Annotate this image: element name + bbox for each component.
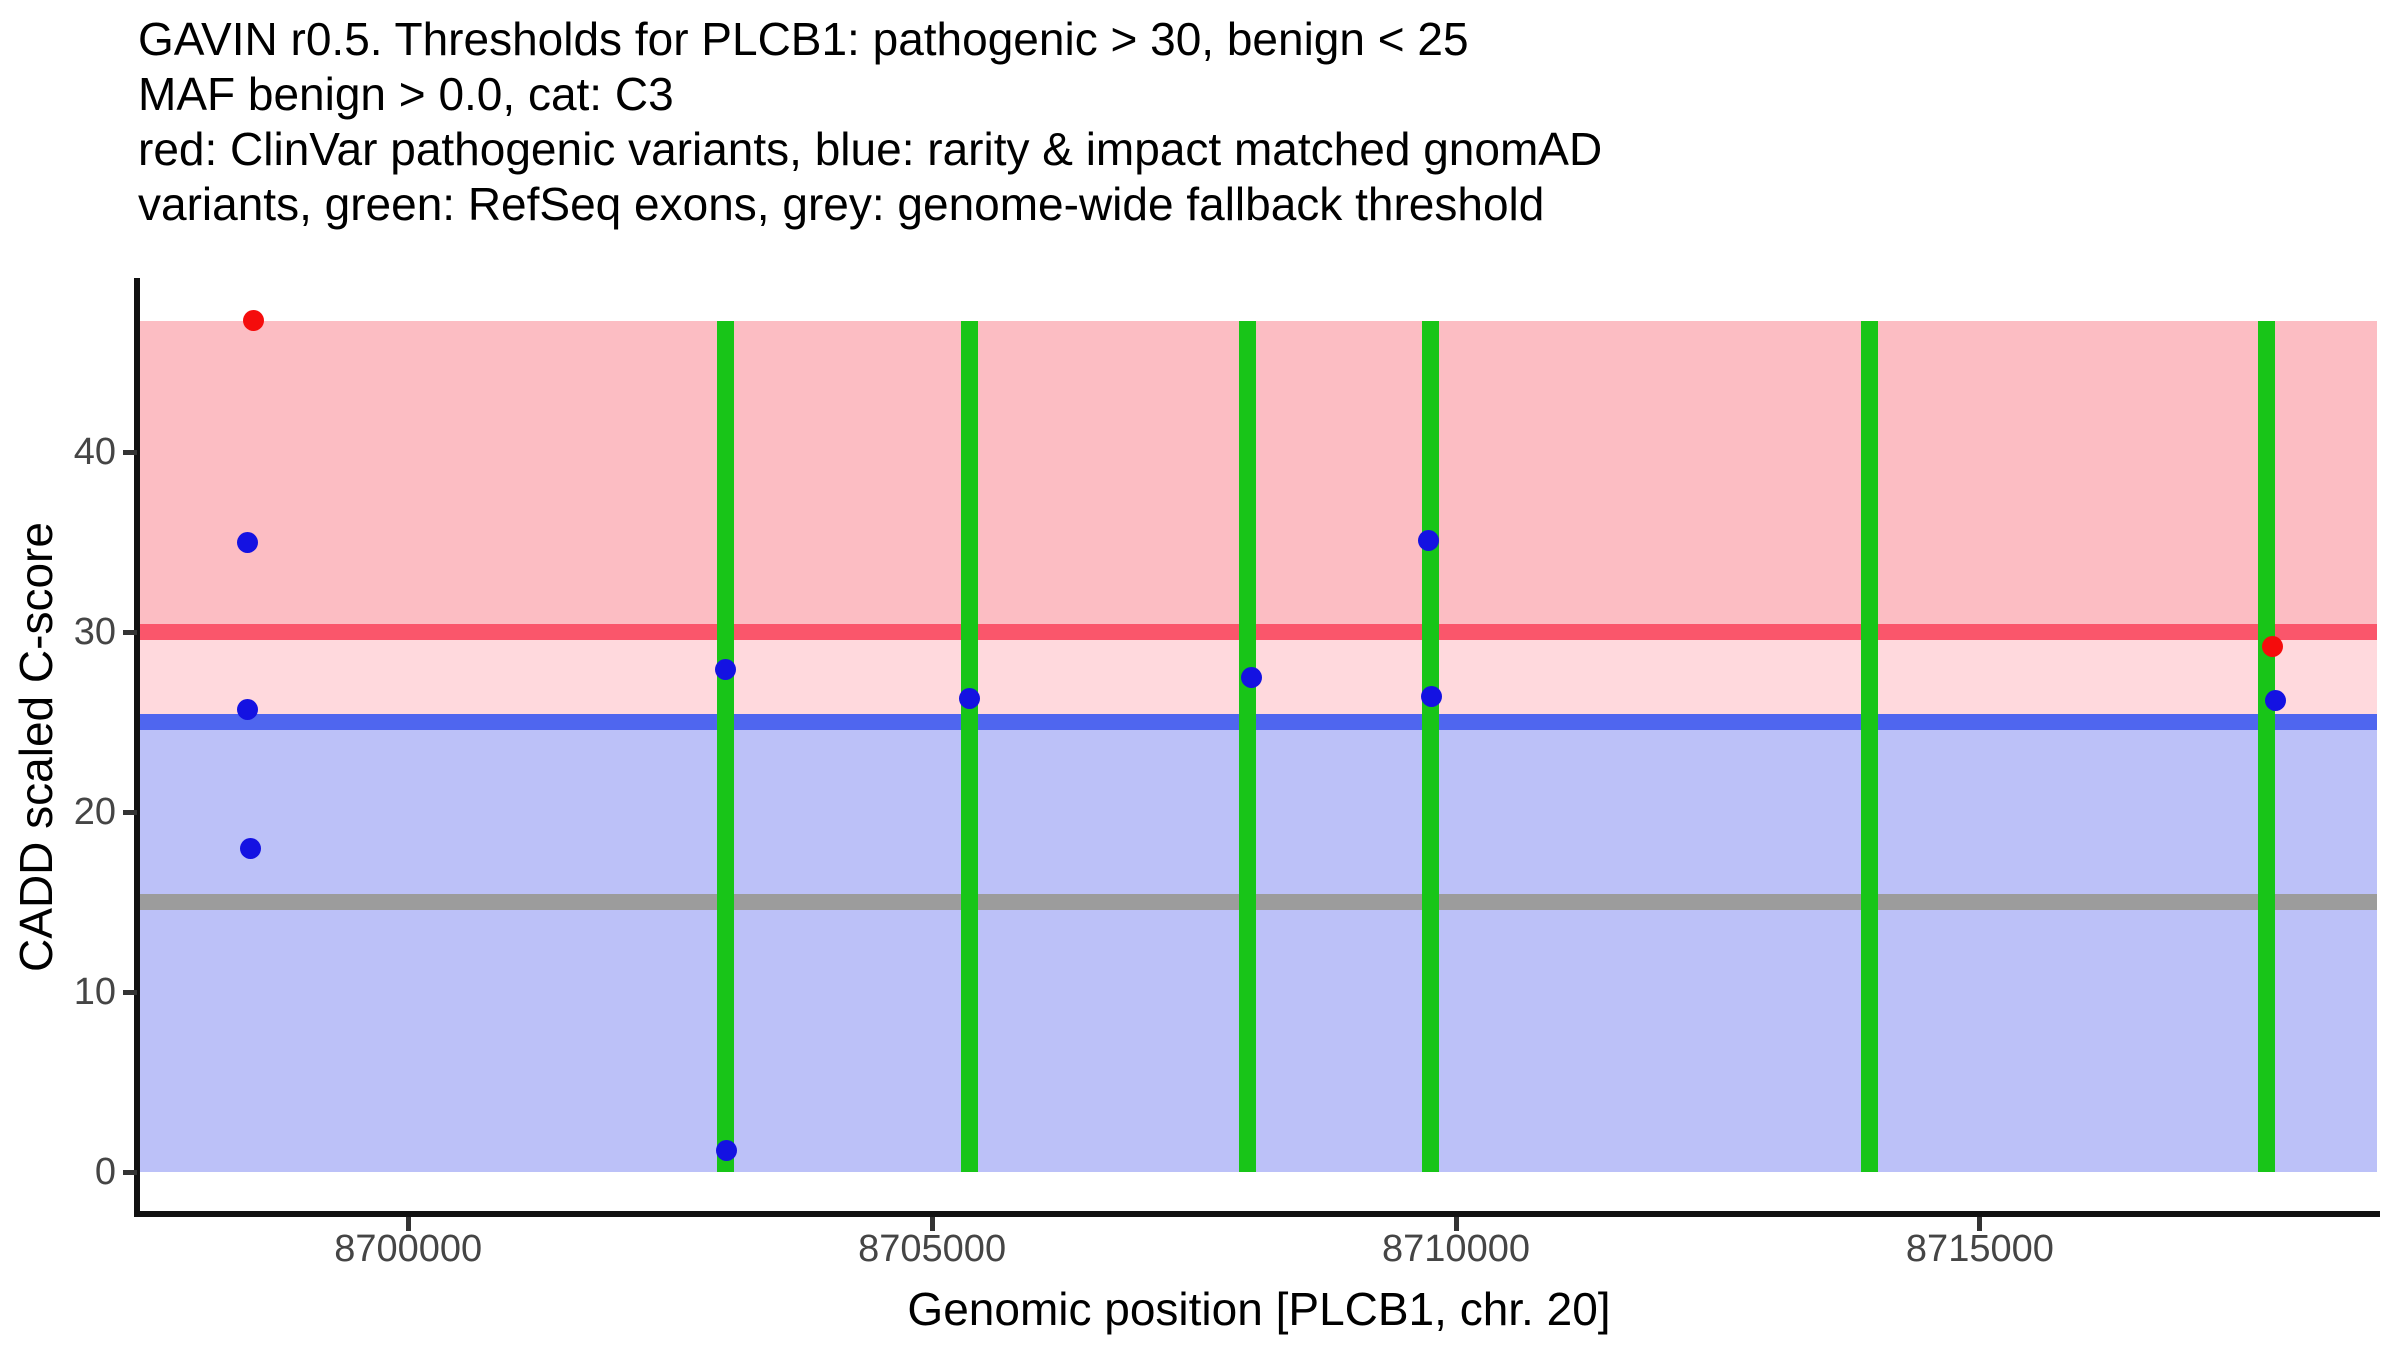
threshold-line-benign	[140, 714, 2377, 730]
exon-line	[1422, 320, 1440, 1172]
x-tick-label: 8710000	[1382, 1228, 1530, 1270]
exon-line	[1861, 320, 1879, 1172]
variant-point-blue	[239, 837, 261, 859]
x-tick-mark	[929, 1217, 935, 1231]
exon-line	[961, 320, 979, 1172]
variant-point-blue	[716, 1139, 738, 1161]
variant-point-blue	[237, 698, 259, 720]
plot-title-line-3: red: ClinVar pathogenic variants, blue: …	[138, 123, 1603, 175]
threshold-line-genome-wide-fallback	[140, 894, 2377, 910]
variant-point-blue	[959, 688, 981, 710]
x-tick-label: 8700000	[334, 1228, 483, 1270]
y-tick-mark	[123, 449, 137, 455]
variant-point-blue	[1241, 666, 1263, 688]
y-tick-mark	[123, 809, 137, 815]
variant-point-blue	[237, 531, 259, 553]
variant-point-red	[242, 310, 264, 332]
exon-line	[2258, 320, 2276, 1172]
plot-title-line-4: variants, green: RefSeq exons, grey: gen…	[138, 178, 1545, 230]
y-tick-label: 40	[73, 431, 116, 473]
threshold-line-pathogenic	[140, 624, 2377, 640]
y-axis-title: CADD scaled C-score	[10, 522, 62, 972]
y-tick-mark	[123, 629, 137, 635]
y-tick-mark	[123, 989, 137, 995]
x-tick-mark	[405, 1217, 411, 1231]
variant-point-blue	[1421, 686, 1443, 708]
variant-point-blue	[2264, 689, 2286, 711]
plot-title-line-2: MAF benign > 0.0, cat: C3	[138, 68, 674, 120]
y-tick-label: 10	[73, 971, 116, 1013]
y-tick-label: 0	[94, 1151, 116, 1193]
exon-line	[1238, 320, 1256, 1172]
variant-point-red	[2261, 635, 2283, 657]
variant-point-blue	[1418, 529, 1440, 551]
y-tick-label: 30	[73, 611, 116, 653]
region-pathogenic-zone	[140, 320, 2377, 632]
plot-title: GAVIN r0.5. Thresholds for PLCB1: pathog…	[138, 12, 1602, 232]
x-axis-title: Genomic position [PLCB1, chr. 20]	[907, 1283, 1611, 1335]
y-tick-label: 20	[73, 791, 116, 833]
x-tick-mark	[1977, 1217, 1983, 1231]
plot-title-line-1: GAVIN r0.5. Thresholds for PLCB1: pathog…	[138, 13, 1469, 65]
region-benign-zone	[140, 722, 2377, 1172]
x-tick-label: 8705000	[858, 1228, 1007, 1270]
variant-point-blue	[715, 659, 737, 681]
y-tick-mark	[123, 1169, 137, 1175]
x-tick-label: 8715000	[1905, 1228, 2054, 1270]
x-axis-line	[134, 1211, 2380, 1217]
y-axis-line	[134, 278, 140, 1217]
exon-line	[717, 320, 735, 1172]
x-tick-mark	[1453, 1217, 1459, 1231]
